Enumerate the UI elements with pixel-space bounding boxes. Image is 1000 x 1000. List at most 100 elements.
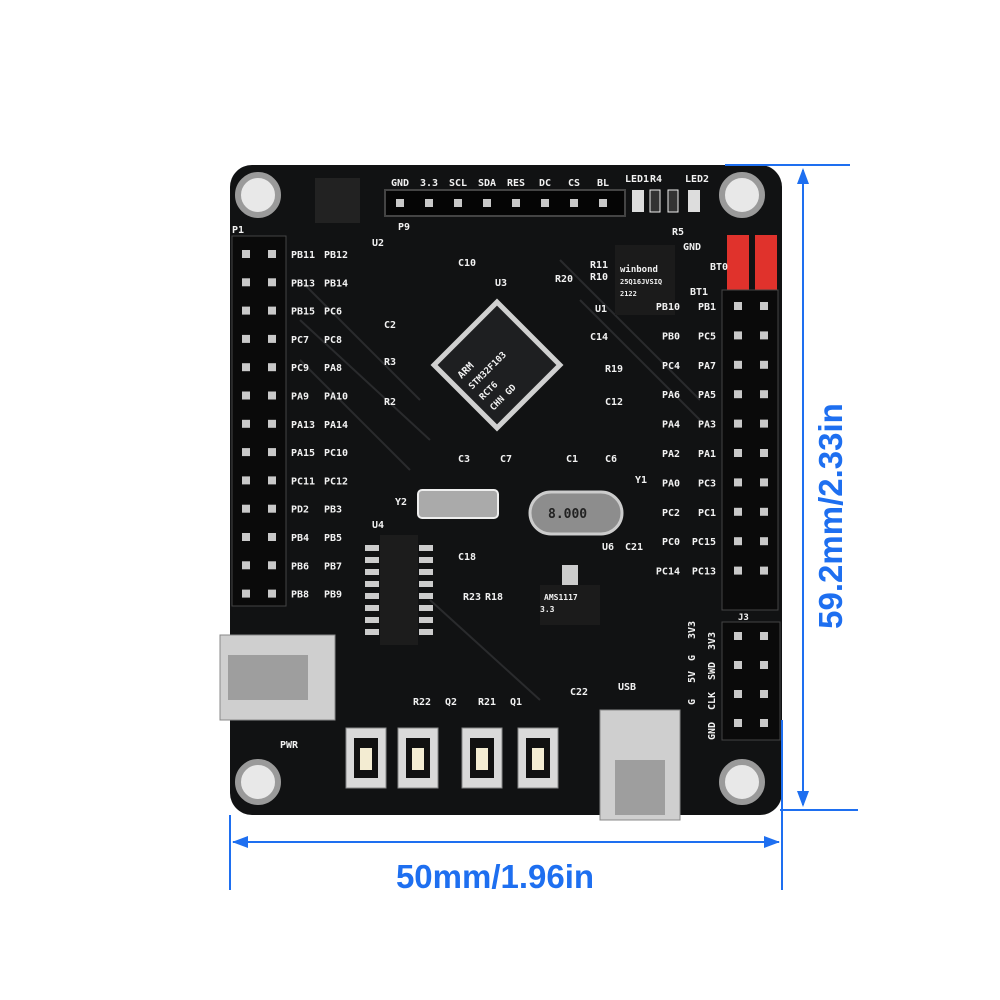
usb-bottom-opening [615, 760, 665, 815]
right-pin-label: PC2 [662, 508, 680, 519]
p9-label: P9 [398, 222, 410, 233]
left-pin-label: PC7 [291, 335, 309, 346]
left-pin-label: PC12 [324, 476, 348, 487]
c7-label: C7 [500, 454, 512, 465]
swd-header [721, 621, 781, 741]
power-pin-label: G [687, 655, 698, 661]
q2-label: Q2 [445, 697, 457, 708]
c22-label: C22 [570, 687, 588, 698]
dimension-lines [229, 164, 858, 890]
header-pin [760, 419, 768, 428]
chip-pin [419, 557, 433, 563]
y2-label: Y2 [395, 497, 407, 508]
right-pin-label: PA4 [662, 420, 680, 431]
header-pin [268, 278, 276, 287]
left-pin-label: PB13 [291, 278, 315, 289]
header-pin [760, 478, 768, 487]
left-pin-label: PA13 [291, 420, 315, 431]
header-pin [512, 199, 520, 207]
header-pin [242, 589, 250, 598]
b1-label: BT1 [690, 287, 708, 298]
header-pin [268, 419, 276, 428]
left-pin-label: PB15 [291, 307, 315, 318]
chip-pin [365, 581, 379, 587]
c1-label: C1 [566, 454, 578, 465]
left-pin-label: PB3 [324, 505, 342, 516]
header-pin [242, 504, 250, 513]
j3-label: J3 [738, 613, 749, 623]
header-pin [760, 719, 768, 727]
swd-pin-label: SWD [707, 662, 718, 680]
pcb-board [230, 165, 782, 815]
flash-marking-2: 25Q16JVSIQ [620, 278, 662, 286]
right-pin-label: PB1 [698, 302, 716, 313]
push-button-cap[interactable] [476, 748, 488, 770]
header-pin [760, 331, 768, 340]
swd-pin-label: GND [707, 722, 718, 740]
header-pin [734, 690, 742, 698]
gnd-label: GND [683, 242, 701, 253]
right-pin-label: PA2 [662, 449, 680, 460]
height-dimension-label: 59.2mm/2.33in [812, 403, 849, 629]
right-pin-label: PA0 [662, 478, 680, 489]
header-pin [396, 199, 404, 207]
chip-pin [419, 617, 433, 623]
chip-pin [419, 581, 433, 587]
power-pin-label: 3V3 [687, 621, 698, 639]
boot1-jumper [755, 235, 777, 295]
b0-label: BT0 [710, 262, 728, 273]
header-pin [734, 632, 742, 640]
header-pin [760, 449, 768, 457]
chip-pin [419, 605, 433, 611]
right-pin-label: PC15 [692, 537, 716, 548]
c18-label: C18 [458, 552, 476, 563]
chip-pin [365, 605, 379, 611]
chip-pin [419, 545, 433, 551]
r23-label: R23 [463, 592, 481, 603]
c6-label: C6 [605, 454, 617, 465]
header-pin [734, 478, 742, 487]
header-pin [268, 391, 276, 400]
header-pin [599, 199, 607, 207]
right-pin-label: PA3 [698, 420, 716, 431]
push-button-cap[interactable] [360, 748, 372, 770]
flash-chip [615, 245, 675, 315]
swd-pin-label: CLK [707, 692, 718, 710]
right-pin-label: PA5 [698, 390, 716, 401]
power-pin-label: 5V [687, 671, 698, 683]
right-pin-label: PA7 [698, 361, 716, 372]
header-pin [242, 533, 250, 541]
push-button-cap[interactable] [412, 748, 424, 770]
header-pin [268, 561, 276, 570]
header-pin [760, 661, 768, 669]
left-pin-label: PA10 [324, 392, 348, 403]
chip-pin [419, 629, 433, 635]
c14-label: C14 [590, 332, 608, 343]
right-pin-label: PC14 [656, 567, 680, 578]
header-pin [268, 504, 276, 513]
header-pin [242, 419, 250, 428]
r18-label: R18 [485, 592, 503, 603]
header-pin [760, 632, 768, 640]
header-pin [242, 391, 250, 400]
right-pin-label: PC0 [662, 537, 680, 548]
left-pin-label: PB7 [324, 561, 342, 572]
flash-marking: winbond [620, 264, 658, 275]
r4-label: R4 [650, 174, 662, 185]
header-pin [483, 199, 491, 207]
swd-pin-label: 3V3 [707, 632, 718, 650]
header-pin [734, 661, 742, 669]
top-pin-label: DC [539, 178, 551, 189]
header-pin [268, 476, 276, 485]
header-pin [268, 533, 276, 541]
r2-label: R2 [384, 397, 396, 408]
chip-pin [365, 557, 379, 563]
left-pin-label: PC11 [291, 476, 315, 487]
regulator-marking: AMS1117 [544, 593, 578, 602]
y2-crystal [417, 489, 499, 519]
left-pin-label: PB11 [291, 250, 315, 261]
right-header [721, 289, 779, 611]
push-button-cap[interactable] [532, 748, 544, 770]
